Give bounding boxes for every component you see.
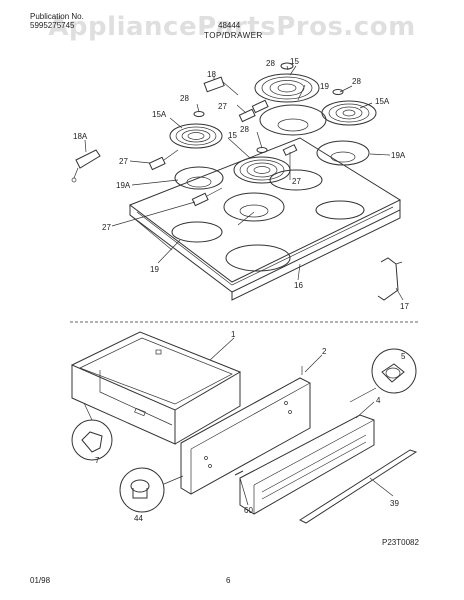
part-label: 15A	[152, 110, 167, 119]
cooktop-assembly	[71, 62, 403, 301]
part-label: 2	[322, 347, 327, 356]
part-label: 18A	[73, 132, 88, 141]
leader-lines-bottom	[209, 337, 394, 506]
part-label: 27	[119, 157, 128, 166]
part-label: 16	[294, 281, 303, 290]
leader-lines-top	[84, 65, 404, 301]
model-number: 48444	[218, 21, 241, 30]
anti-tip-bracket	[377, 257, 403, 301]
drawer-front-panel	[180, 366, 311, 495]
drawer-box	[70, 331, 242, 445]
footer-date: 01/98	[30, 576, 51, 585]
trim-ring	[332, 89, 344, 95]
callout-roller	[349, 348, 417, 403]
burner-cutout	[171, 221, 223, 243]
burner-cutout	[269, 169, 323, 191]
drawer-handle-panel	[239, 414, 375, 515]
part-label: 7	[95, 456, 100, 465]
trim-strip	[298, 449, 418, 524]
burner-cutout	[315, 200, 365, 220]
section-title: TOP/DRAWER	[204, 31, 263, 40]
trim-ring	[280, 62, 294, 70]
coil-element	[254, 73, 320, 103]
part-label: 15	[290, 57, 299, 66]
part-label: 17	[400, 302, 409, 311]
receptacle-block	[203, 76, 239, 96]
drawer-assembly	[70, 331, 418, 524]
part-label: 39	[390, 499, 399, 508]
drip-bowl	[316, 140, 370, 166]
publication-number: 5995275745	[30, 21, 75, 30]
part-label: 15	[228, 131, 237, 140]
coil-element	[233, 156, 291, 184]
receptacle-block	[282, 144, 298, 156]
part-label: 28	[352, 77, 361, 86]
receptacle-block	[148, 149, 179, 171]
part-label: 19	[150, 265, 159, 274]
coil-element	[321, 100, 377, 126]
part-label: 5	[401, 352, 406, 361]
part-labels: 28 15 18 19 28 28 27 15A 15A 18A 15 28 1…	[73, 57, 409, 523]
callout-clip	[71, 402, 113, 461]
drip-bowl	[223, 192, 285, 222]
trim-ring	[256, 147, 268, 153]
footer-page: 6	[226, 576, 231, 585]
part-label: 28	[180, 94, 189, 103]
screw	[234, 470, 244, 476]
part-label: 60	[244, 506, 253, 515]
trim-ring	[193, 111, 205, 117]
coil-element	[169, 123, 223, 149]
part-label: 19A	[391, 151, 406, 160]
part-label: 18	[207, 70, 216, 79]
part-label: 19	[320, 82, 329, 91]
part-label: 27	[218, 102, 227, 111]
part-label: 15A	[375, 97, 390, 106]
support-bracket	[71, 149, 101, 183]
part-label: 28	[266, 59, 275, 68]
burner-cutout	[225, 244, 291, 272]
part-label: 1	[231, 330, 236, 339]
publication-label: Publication No.	[30, 12, 84, 21]
part-label: 27	[102, 223, 111, 232]
watermark: AppliancePartsPros.com	[48, 12, 416, 42]
receptacle-block	[191, 187, 223, 207]
part-label: 27	[292, 177, 301, 186]
callout-knob	[119, 467, 184, 513]
drip-bowl	[174, 166, 224, 190]
drip-bowl	[259, 104, 327, 136]
receptacle-block	[238, 99, 269, 123]
part-label: 4	[376, 396, 381, 405]
part-label: 44	[134, 514, 143, 523]
diagram-code: P23T0082	[382, 538, 419, 547]
part-label: 19A	[116, 181, 131, 190]
part-label: 28	[240, 125, 249, 134]
